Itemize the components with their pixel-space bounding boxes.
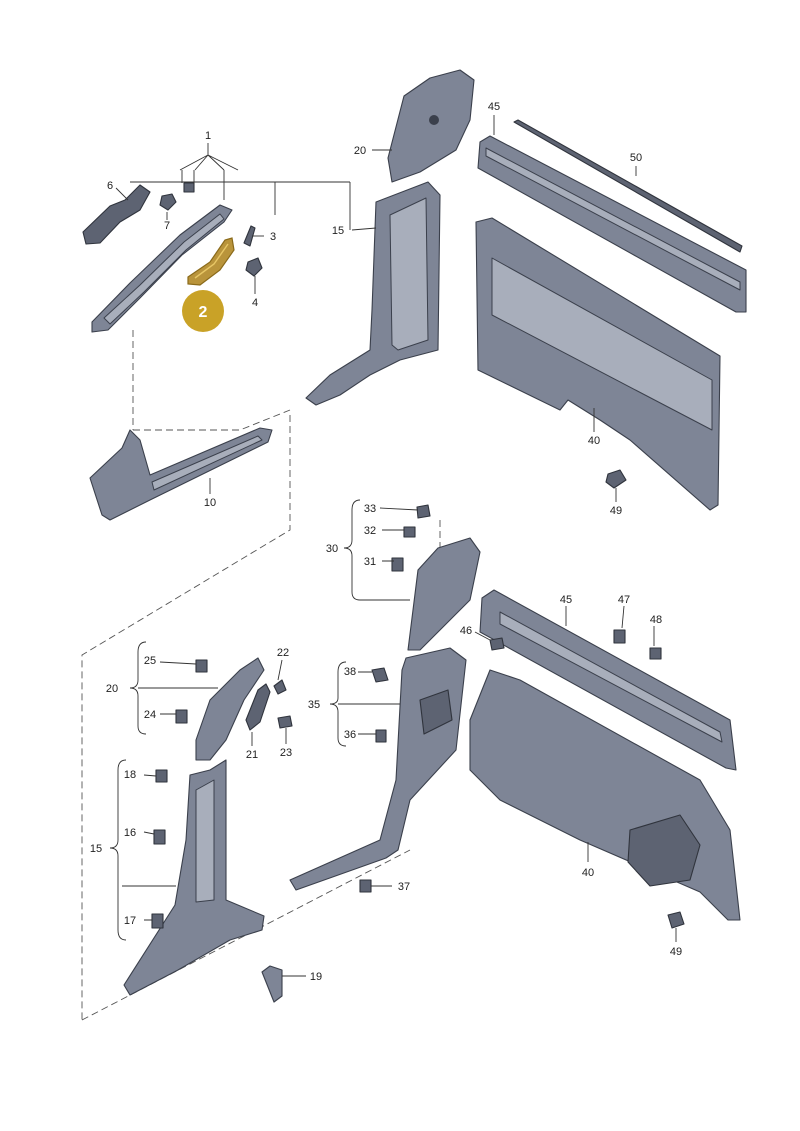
- clip-38: [371, 667, 389, 683]
- label-48: 48: [650, 614, 662, 626]
- c-pillar-trim-20-top: [387, 69, 475, 183]
- clip-49-top: [605, 469, 627, 489]
- label-3: 3: [270, 231, 276, 243]
- a-pillar-trim-upper: [91, 204, 233, 333]
- c-pillar-trim-30: [407, 537, 481, 651]
- b-pillar-trim-15-top: [305, 181, 441, 406]
- label-20-bottom: 20: [106, 683, 118, 695]
- label-17: 17: [124, 915, 136, 927]
- c-pillar-trim-20-bottom: [195, 657, 265, 761]
- highlight-marker-2[interactable]: 2: [182, 290, 224, 332]
- label-31: 31: [364, 556, 376, 568]
- clip-32: [403, 526, 416, 538]
- label-47: 47: [618, 594, 630, 606]
- leader-lines: [109, 115, 677, 977]
- label-15-bottom: 15: [90, 843, 102, 855]
- label-45-top: 45: [488, 101, 500, 113]
- label-33: 33: [364, 503, 376, 515]
- label-24: 24: [144, 709, 156, 721]
- clip-small-1a: [183, 182, 195, 193]
- clip-47: [613, 629, 626, 644]
- label-6: 6: [107, 180, 113, 192]
- clip-7: [159, 193, 177, 211]
- label-1: 1: [205, 130, 211, 142]
- label-32: 32: [364, 525, 376, 537]
- label-40-bottom: 40: [582, 867, 594, 879]
- clip-16: [153, 829, 166, 845]
- grab-handle-bracket-6: [82, 184, 151, 245]
- label-30: 30: [326, 543, 338, 555]
- label-40-top: 40: [588, 435, 600, 447]
- label-50: 50: [630, 152, 642, 164]
- label-16: 16: [124, 827, 136, 839]
- label-19: 19: [310, 971, 322, 983]
- label-22: 22: [277, 647, 289, 659]
- clip-37: [359, 879, 372, 893]
- sill-trim-10: [89, 427, 273, 521]
- clip-49-bottom: [667, 911, 685, 929]
- screw-23: [277, 715, 293, 729]
- label-49-bottom: 49: [670, 946, 682, 958]
- label-36: 36: [344, 729, 356, 741]
- grab-handle-21: [245, 683, 271, 731]
- label-35: 35: [308, 699, 320, 711]
- highlight-marker-label: 2: [199, 304, 208, 321]
- label-37: 37: [398, 881, 410, 893]
- side-trim-panel-40-bottom: [469, 669, 741, 921]
- label-49-top: 49: [610, 505, 622, 517]
- label-23: 23: [280, 747, 292, 759]
- b-pillar-trim-15-bottom: [123, 759, 265, 996]
- label-18: 18: [124, 769, 136, 781]
- handle-part-2: [187, 237, 235, 286]
- luggage-strip-45-bottom: [479, 589, 737, 771]
- label-21: 21: [246, 749, 258, 761]
- label-46: 46: [460, 625, 472, 637]
- label-20-top: 20: [354, 145, 366, 157]
- label-4: 4: [252, 297, 258, 309]
- clip-25: [195, 659, 208, 673]
- label-38: 38: [344, 666, 356, 678]
- label-25: 25: [144, 655, 156, 667]
- label-10: 10: [204, 497, 216, 509]
- clip-48: [649, 647, 662, 660]
- seal-strip-50: [513, 119, 743, 253]
- clip-36: [375, 729, 387, 743]
- cover-19: [261, 965, 283, 1003]
- luggage-strip-45-top: [477, 135, 747, 313]
- clip-18: [155, 769, 168, 783]
- label-15-top: 15: [332, 225, 344, 237]
- clip-24: [175, 709, 188, 724]
- clip-22: [273, 679, 287, 695]
- clip-17: [151, 913, 164, 929]
- clip-33: [416, 504, 431, 519]
- label-45-bottom: 45: [560, 594, 572, 606]
- callout-labels: 1 6 7 3 4 10 15 20 45 50 40 49 33 32 30 …: [90, 101, 682, 983]
- pin-3: [243, 225, 256, 247]
- label-7: 7: [164, 220, 170, 232]
- screw-4: [245, 257, 263, 277]
- clip-31: [391, 557, 404, 572]
- screw-46: [489, 637, 505, 651]
- side-trim-panel-40-top: [475, 217, 721, 511]
- d-pillar-trim-35: [289, 647, 467, 891]
